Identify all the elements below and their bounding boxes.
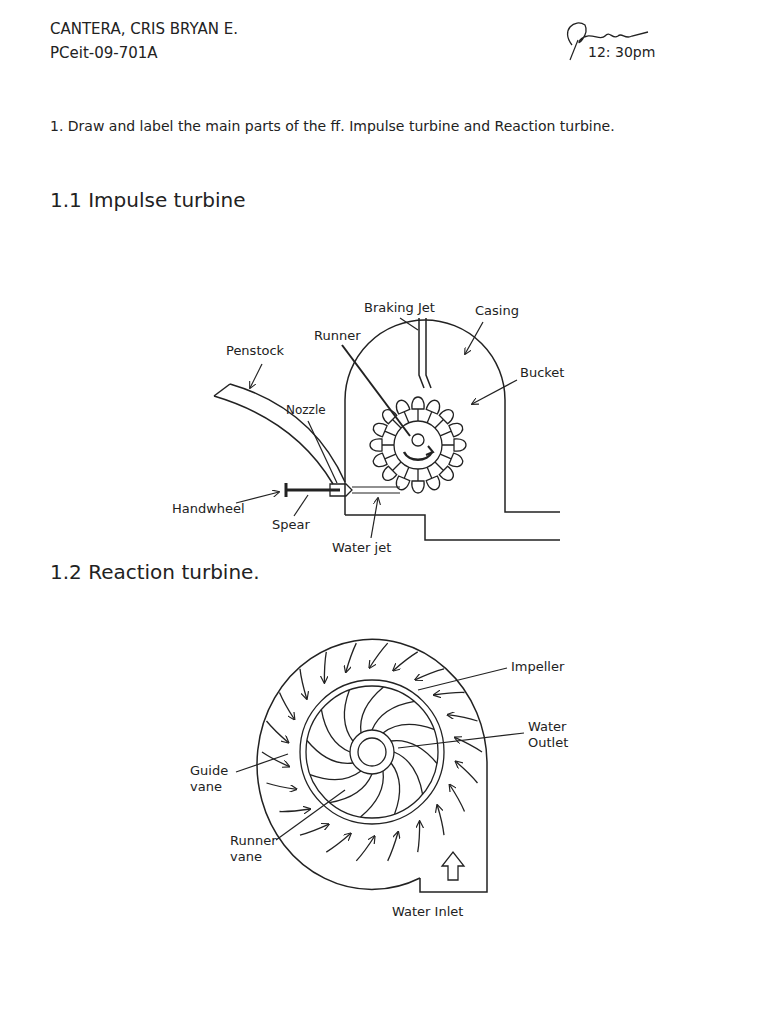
runner-vane bbox=[361, 771, 384, 817]
guide-vane bbox=[415, 669, 444, 680]
bucket-shape bbox=[412, 397, 424, 421]
bucket bbox=[394, 465, 415, 492]
spiral-casing bbox=[257, 639, 487, 892]
part-label: Penstock bbox=[226, 343, 284, 359]
guide-vane bbox=[324, 652, 326, 683]
bucket bbox=[442, 439, 466, 451]
guide-vane bbox=[369, 643, 387, 668]
student-name: CANTERA, CRIS BRYAN E. bbox=[50, 20, 238, 39]
section-heading: 1.2 Reaction turbine. bbox=[50, 560, 260, 585]
part-label: Braking Jet bbox=[364, 300, 435, 316]
bucket bbox=[421, 398, 442, 425]
guide-vane bbox=[388, 832, 399, 861]
bucket-shape bbox=[394, 465, 415, 492]
guide-vane bbox=[267, 783, 297, 789]
guide-vane bbox=[267, 721, 289, 743]
bucket bbox=[371, 421, 398, 442]
runner-vane bbox=[330, 774, 372, 803]
guide-vane bbox=[393, 652, 418, 671]
spear-rod bbox=[287, 489, 340, 492]
penstock-pipe bbox=[214, 384, 345, 484]
question-text: 1. Draw and label the main parts of the … bbox=[50, 118, 615, 136]
runner-vane bbox=[383, 724, 434, 733]
section-heading: 1.1 Impulse turbine bbox=[50, 188, 246, 213]
reaction-runner bbox=[262, 643, 482, 861]
part-label: Water Inlet bbox=[392, 904, 463, 920]
guide-vane bbox=[356, 836, 374, 861]
handwheel bbox=[285, 483, 288, 497]
guide-vane bbox=[300, 669, 307, 699]
part-label: Impeller bbox=[511, 659, 564, 675]
part-label: Water Outlet bbox=[528, 719, 580, 752]
bucket bbox=[412, 397, 424, 421]
inlet-arrow bbox=[442, 852, 464, 880]
braking-jet-pipe bbox=[419, 318, 431, 388]
part-label: Handwheel bbox=[172, 501, 245, 517]
bucket bbox=[394, 398, 415, 425]
guide-vane bbox=[418, 821, 420, 852]
guide-vane bbox=[280, 693, 295, 720]
bucket-shape bbox=[371, 448, 398, 469]
bucket bbox=[412, 469, 424, 493]
runner-vane bbox=[307, 741, 353, 764]
guide-vane bbox=[300, 824, 329, 835]
part-label: Runner vane bbox=[230, 833, 286, 866]
bucket-shape bbox=[370, 439, 394, 451]
runner-vane bbox=[391, 763, 400, 814]
pelton-runner bbox=[370, 397, 466, 493]
part-label: Nozzle bbox=[286, 403, 326, 418]
guide-vane bbox=[437, 805, 444, 835]
bucket-shape bbox=[442, 439, 466, 451]
bucket-shape bbox=[431, 458, 457, 484]
bucket-shape bbox=[438, 421, 465, 442]
bucket bbox=[371, 448, 398, 469]
part-label: Water jet bbox=[332, 540, 391, 556]
guide-vane bbox=[456, 761, 478, 783]
runner-vane bbox=[394, 752, 423, 794]
bucket-shape bbox=[412, 469, 424, 493]
runner-vane bbox=[372, 701, 414, 730]
part-label: Runner bbox=[314, 328, 361, 344]
runner-vane bbox=[361, 687, 384, 733]
impulse-casing bbox=[345, 320, 560, 540]
bucket-shape bbox=[421, 465, 442, 492]
bucket-shape bbox=[380, 407, 406, 433]
guide-vane bbox=[280, 809, 311, 812]
guide-vane bbox=[262, 752, 289, 767]
bucket bbox=[380, 407, 406, 433]
runner-vane bbox=[321, 710, 350, 752]
signature bbox=[568, 23, 648, 45]
guide-vane bbox=[326, 833, 351, 852]
bucket bbox=[438, 448, 465, 469]
water-jet bbox=[352, 487, 400, 493]
guide-vane bbox=[450, 785, 465, 812]
section-code: PCeit-09-701A bbox=[50, 44, 158, 63]
guide-vane bbox=[447, 715, 477, 721]
runner-vane bbox=[310, 771, 361, 780]
bucket bbox=[421, 465, 442, 492]
guide-vane bbox=[346, 643, 357, 672]
bucket bbox=[431, 458, 457, 484]
part-label: Casing bbox=[475, 303, 519, 319]
part-label: Guide vane bbox=[190, 763, 234, 796]
bucket bbox=[431, 407, 457, 433]
bucket-shape bbox=[438, 448, 465, 469]
bucket bbox=[370, 439, 394, 451]
guide-vane bbox=[434, 692, 465, 695]
bucket bbox=[380, 458, 406, 484]
part-label: Bucket bbox=[520, 365, 564, 381]
bucket-shape bbox=[394, 398, 415, 425]
bucket-shape bbox=[380, 458, 406, 484]
bucket-shape bbox=[421, 398, 442, 425]
runner-vane bbox=[344, 690, 353, 741]
part-label: Spear bbox=[272, 517, 310, 533]
signature bbox=[570, 40, 578, 60]
bucket-shape bbox=[371, 421, 398, 442]
time-note: 12: 30pm bbox=[588, 44, 655, 62]
bucket-shape bbox=[431, 407, 457, 433]
leader-line bbox=[236, 668, 524, 840]
bucket bbox=[438, 421, 465, 442]
